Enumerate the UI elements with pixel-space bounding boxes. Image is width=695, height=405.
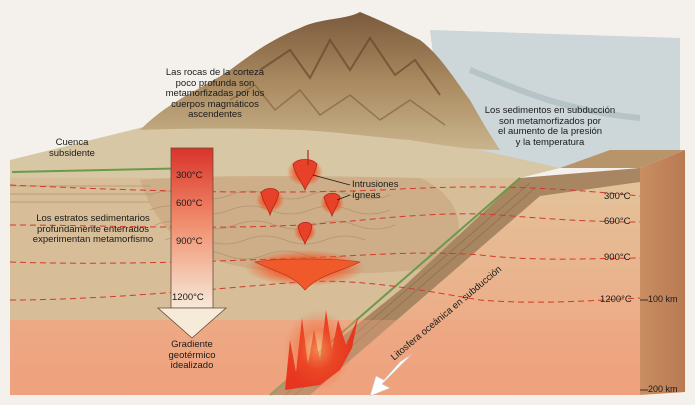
geothermal-gradient-arrow: [156, 147, 228, 339]
side-top-edge: [560, 150, 685, 168]
gradient-temp-900: 900°C: [176, 236, 203, 247]
isotherms: [9, 184, 641, 303]
depth-100km: 100 km: [648, 294, 678, 304]
slab-temp-900: 900°C: [604, 252, 631, 263]
subducted-sediments-label: Los sedimentos en subducción son metamor…: [484, 105, 616, 148]
igneous-intrusions: [245, 158, 365, 390]
subducting-slab: [270, 168, 640, 395]
intrusions-label: Intrusiones ígneas: [352, 179, 399, 201]
gradient-temp-300: 300°C: [176, 170, 203, 181]
slab-temp-1200: 1200°C: [600, 294, 632, 305]
top-surface: [10, 118, 560, 178]
upper-crust-label: Las rocas de la corteza poco profunda so…: [165, 67, 265, 120]
gradient-temp-600: 600°C: [176, 198, 203, 209]
gradient-label: Gradiente geotérmico idealizado: [168, 339, 216, 371]
depth-200km: 200 km: [648, 384, 678, 394]
green-sediment-line: [11, 167, 201, 173]
block-side-face: [640, 150, 685, 395]
subduction-direction-arrow: [369, 353, 413, 397]
gradient-temp-1200: 1200°C: [172, 292, 204, 303]
slab-temp-300: 300°C: [604, 191, 631, 202]
slab-temp-600: 600°C: [604, 216, 631, 227]
basin-label: Cuenca subsidente: [49, 137, 95, 159]
mountain-range: [140, 12, 500, 150]
strata-label: Los estratos sedimentarios profundamente…: [32, 213, 154, 245]
